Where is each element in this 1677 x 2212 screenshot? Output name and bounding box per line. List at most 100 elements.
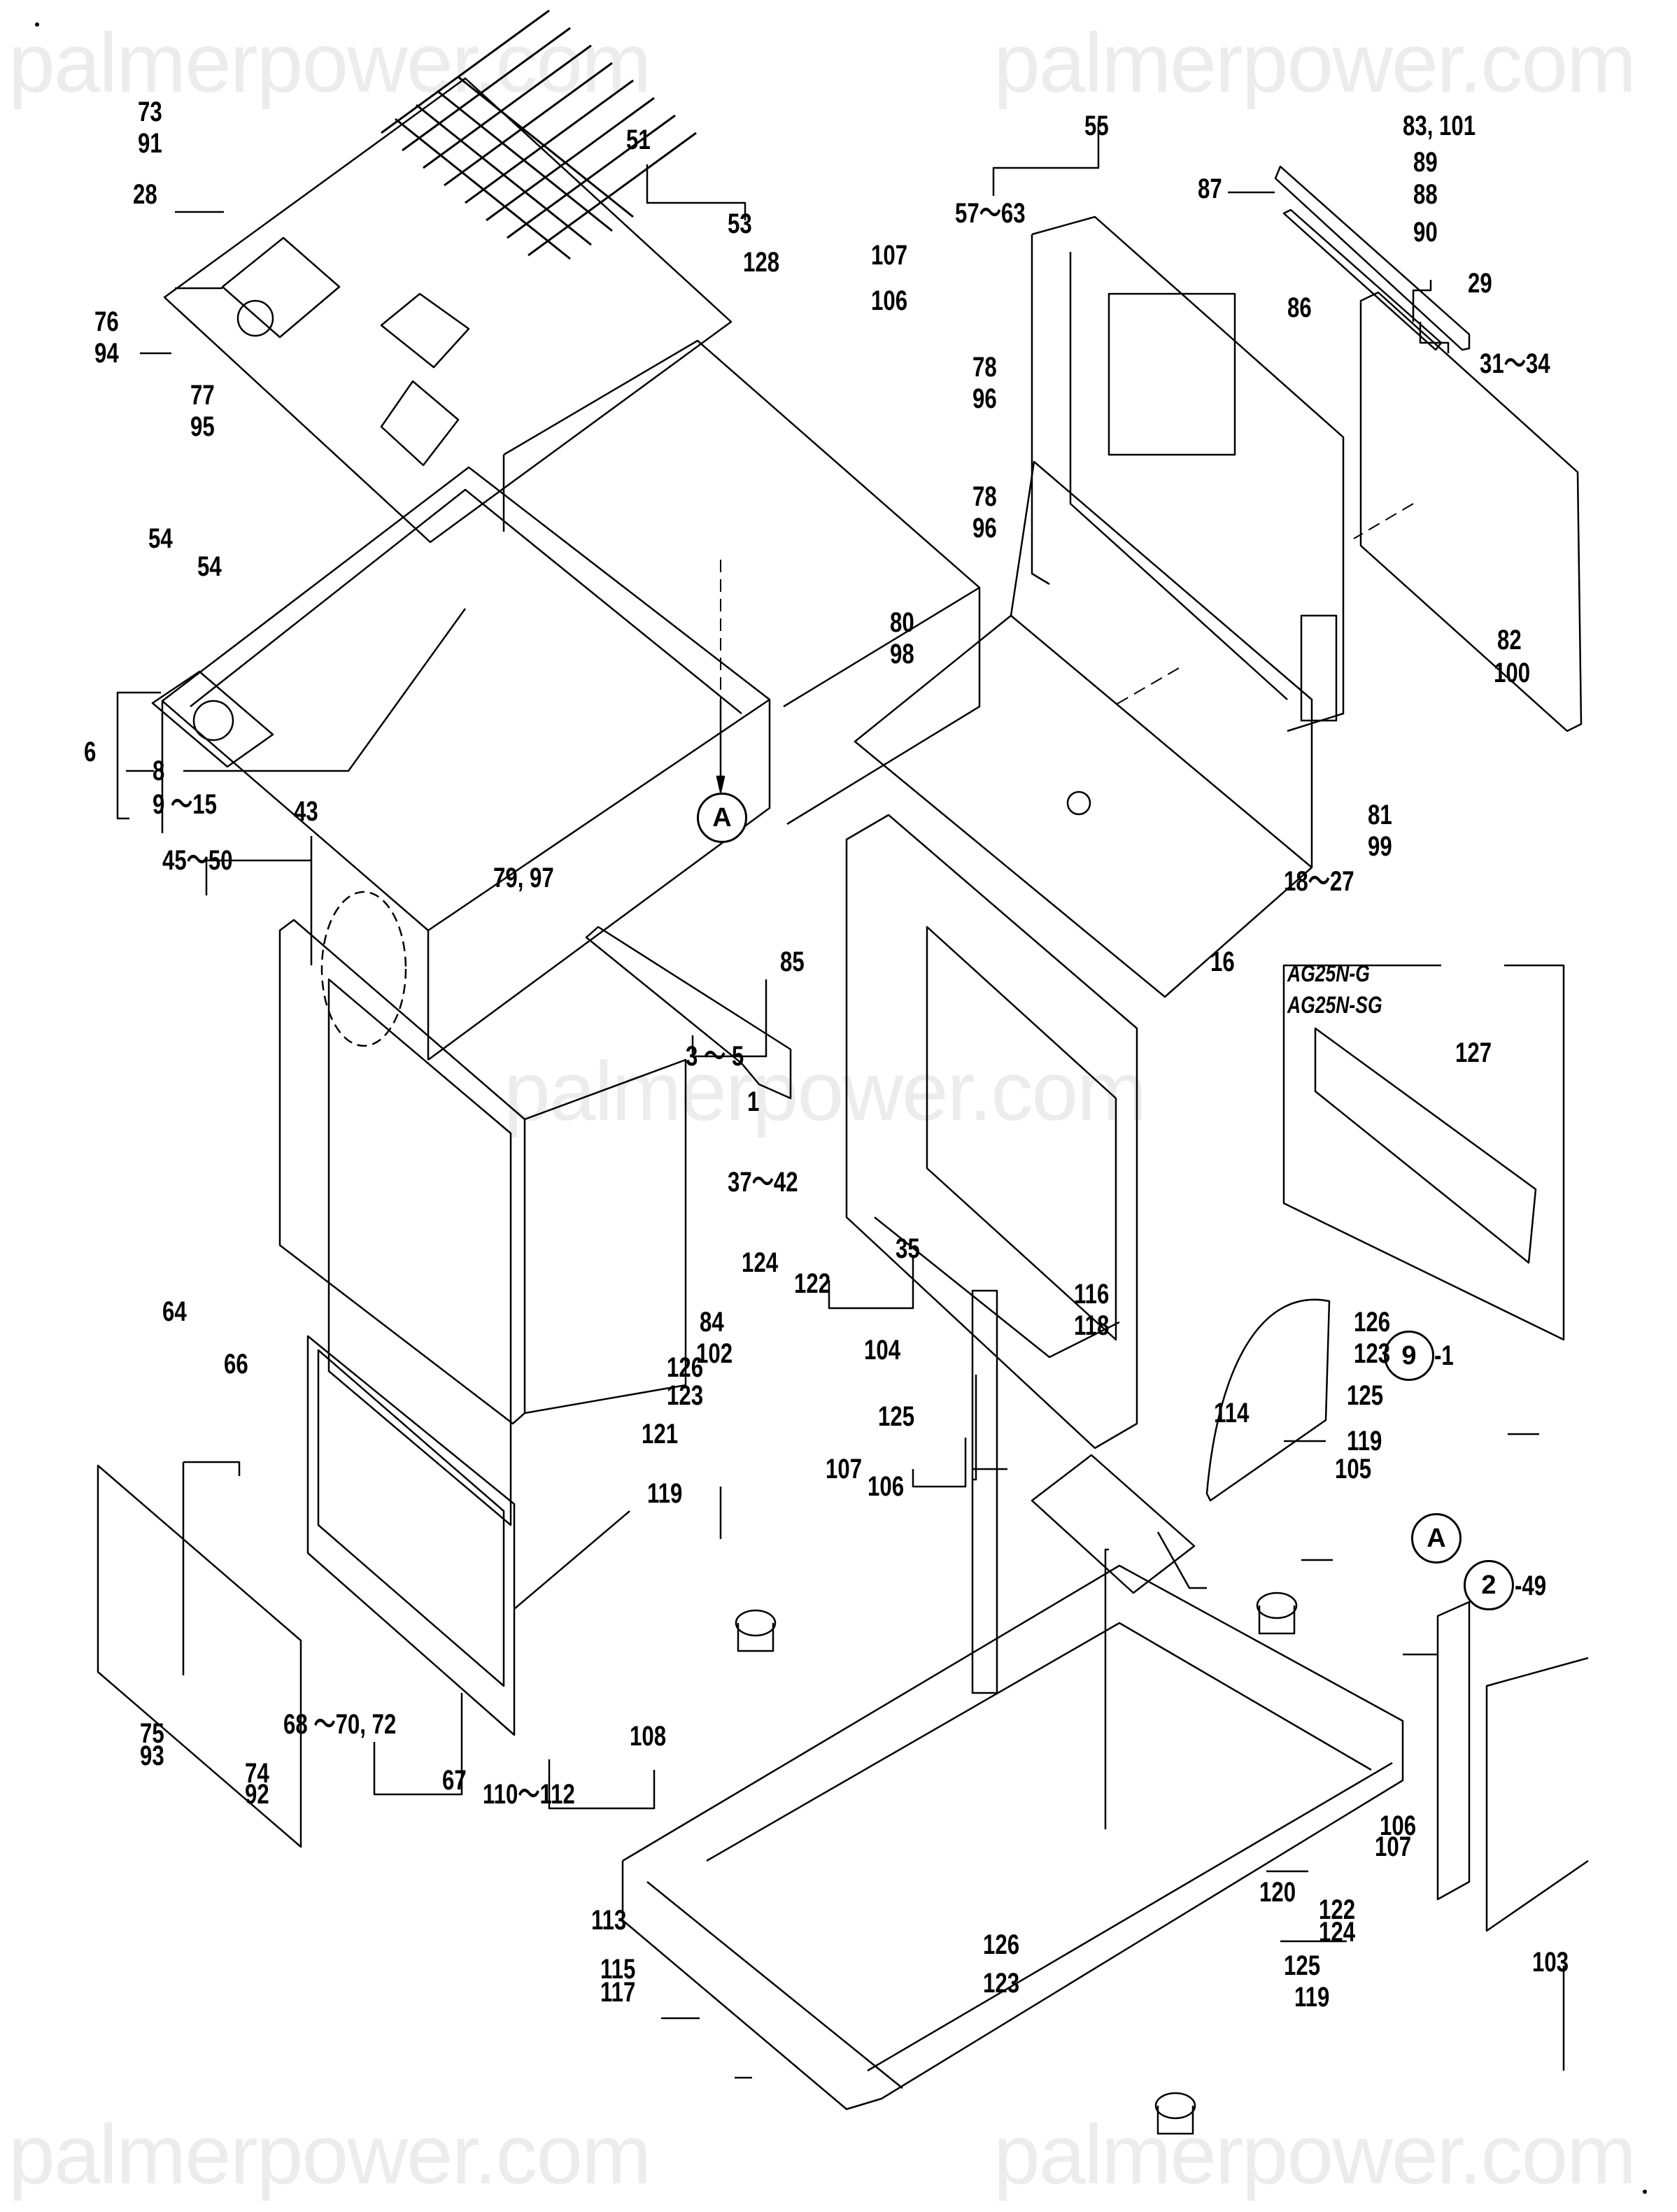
callout-55: 55 (1084, 111, 1109, 141)
rubber-mount-119c (1156, 2093, 1195, 2134)
callout-116: 116 (1074, 1279, 1110, 1310)
callout-8: 8 (153, 756, 165, 786)
callout-29: 29 (1468, 268, 1492, 299)
callout-9-15: 9 ～15 (153, 789, 217, 820)
callout-114: 114 (1214, 1398, 1250, 1428)
battery-plate-114 (1032, 1455, 1194, 1593)
callout-88: 88 (1413, 179, 1438, 210)
callout-98: 98 (890, 639, 914, 669)
panel-127 (1315, 1028, 1536, 1263)
ref-marker-2-suffix: -49 (1515, 1571, 1547, 1601)
callout-93: 93 (140, 1740, 164, 1771)
watermark-top-left: palmerpower.com (8, 16, 651, 110)
variant-box-outline (1284, 965, 1564, 1340)
fan-shroud-16 (855, 462, 1312, 997)
pillar-105 (1438, 1602, 1469, 1899)
ref-marker-a-right: A (1411, 1513, 1462, 1564)
side-panel-2-49 (1487, 1658, 1588, 1931)
callout-128: 128 (743, 247, 780, 278)
callout-120: 120 (1259, 1877, 1296, 1908)
callout-81: 81 (1368, 800, 1392, 830)
callout-87: 87 (1198, 173, 1222, 204)
callout-122-b: 122 (1319, 1894, 1356, 1925)
corner-mark-bottom-right (1643, 2190, 1647, 2194)
rubber-mount-119b (1257, 1593, 1296, 1633)
callout-54-right: 54 (197, 551, 222, 582)
duct-43 (280, 892, 686, 1525)
callout-66: 66 (224, 1349, 248, 1380)
callout-96-a: 96 (972, 383, 997, 414)
callout-67: 67 (442, 1765, 467, 1796)
watermark-middle: palmerpower.com (504, 1044, 1147, 1138)
projection-lines (721, 504, 1413, 752)
cover-64 (98, 1466, 301, 1847)
callout-43: 43 (294, 796, 318, 827)
rubber-mount-119a (736, 1610, 775, 1651)
side-panel-29 (1361, 292, 1581, 731)
callout-51: 51 (626, 125, 651, 155)
callout-124-b: 124 (1319, 1917, 1356, 1948)
callout-125-a: 125 (878, 1401, 915, 1432)
callout-86: 86 (1287, 292, 1312, 323)
callout-75: 75 (140, 1718, 164, 1749)
callout-80: 80 (890, 607, 914, 638)
ref-marker-2: 2 (1464, 1560, 1514, 1610)
control-box-53 (504, 341, 979, 824)
callout-124-a: 124 (742, 1247, 779, 1278)
rear-panel-55 (1032, 217, 1343, 731)
callout-73: 73 (138, 97, 162, 127)
callout-57-63: 57～63 (955, 198, 1026, 229)
plate-54 (153, 672, 273, 767)
callout-3-5: 3 ～ 5 (686, 1041, 744, 1072)
callout-68-72: 68 ～70, 72 (283, 1709, 397, 1740)
watermark-bottom-right: palmerpower.com (993, 2108, 1636, 2202)
callout-84: 84 (700, 1307, 724, 1338)
callout-53: 53 (728, 208, 752, 239)
callout-123-a: 123 (667, 1380, 704, 1411)
callout-74: 74 (245, 1758, 269, 1789)
callout-82: 82 (1497, 625, 1522, 655)
callout-1: 1 (747, 1086, 760, 1117)
callout-126-a: 126 (667, 1352, 704, 1383)
variant-note-line-1: AG25N-G (1287, 960, 1370, 987)
arrow-head-a (717, 777, 724, 792)
callout-106-mid: 106 (868, 1471, 905, 1502)
callout-77: 77 (190, 380, 215, 411)
callout-103: 103 (1532, 1947, 1569, 1978)
top-cover-panel (164, 10, 731, 542)
callout-126-b: 126 (1354, 1307, 1391, 1338)
callout-119-b: 119 (1347, 1426, 1382, 1456)
callout-6: 6 (84, 737, 97, 767)
callout-123-c: 123 (983, 1968, 1020, 1999)
callout-28: 28 (133, 179, 157, 210)
support-104 (972, 1291, 997, 1693)
callout-117: 117 (600, 1977, 636, 2008)
fuel-tank-partial (1207, 1300, 1329, 1501)
variant-note-line-2: AG25N-SG (1287, 992, 1382, 1019)
ref-marker-9-suffix: -1 (1434, 1340, 1454, 1371)
callout-102: 102 (696, 1338, 733, 1369)
callout-119-c: 119 (1294, 1982, 1330, 2013)
callout-113: 113 (591, 1905, 627, 1936)
callout-31-34: 31～34 (1480, 348, 1550, 379)
callout-106-top: 106 (871, 285, 908, 316)
callout-96-b: 96 (972, 513, 997, 544)
callout-91: 91 (138, 128, 162, 159)
callout-94: 94 (94, 338, 119, 369)
callout-99: 99 (1368, 831, 1392, 862)
callout-76: 76 (94, 306, 119, 337)
watermark-bottom-left: palmerpower.com (8, 2108, 651, 2202)
callout-108: 108 (630, 1721, 667, 1752)
callout-35: 35 (896, 1233, 920, 1264)
callout-115: 115 (600, 1954, 636, 1985)
callout-90: 90 (1413, 217, 1438, 248)
callout-123-b: 123 (1354, 1338, 1391, 1369)
callout-106-bottom: 106 (1380, 1810, 1417, 1841)
frame-6 (162, 467, 770, 1060)
watermark-top-right: palmerpower.com (993, 16, 1636, 110)
callout-122-a: 122 (794, 1268, 831, 1299)
callout-54-left: 54 (148, 523, 173, 554)
callout-107-mid: 107 (826, 1454, 863, 1484)
callout-107-top: 107 (871, 240, 908, 271)
callout-78-a: 78 (972, 352, 997, 383)
